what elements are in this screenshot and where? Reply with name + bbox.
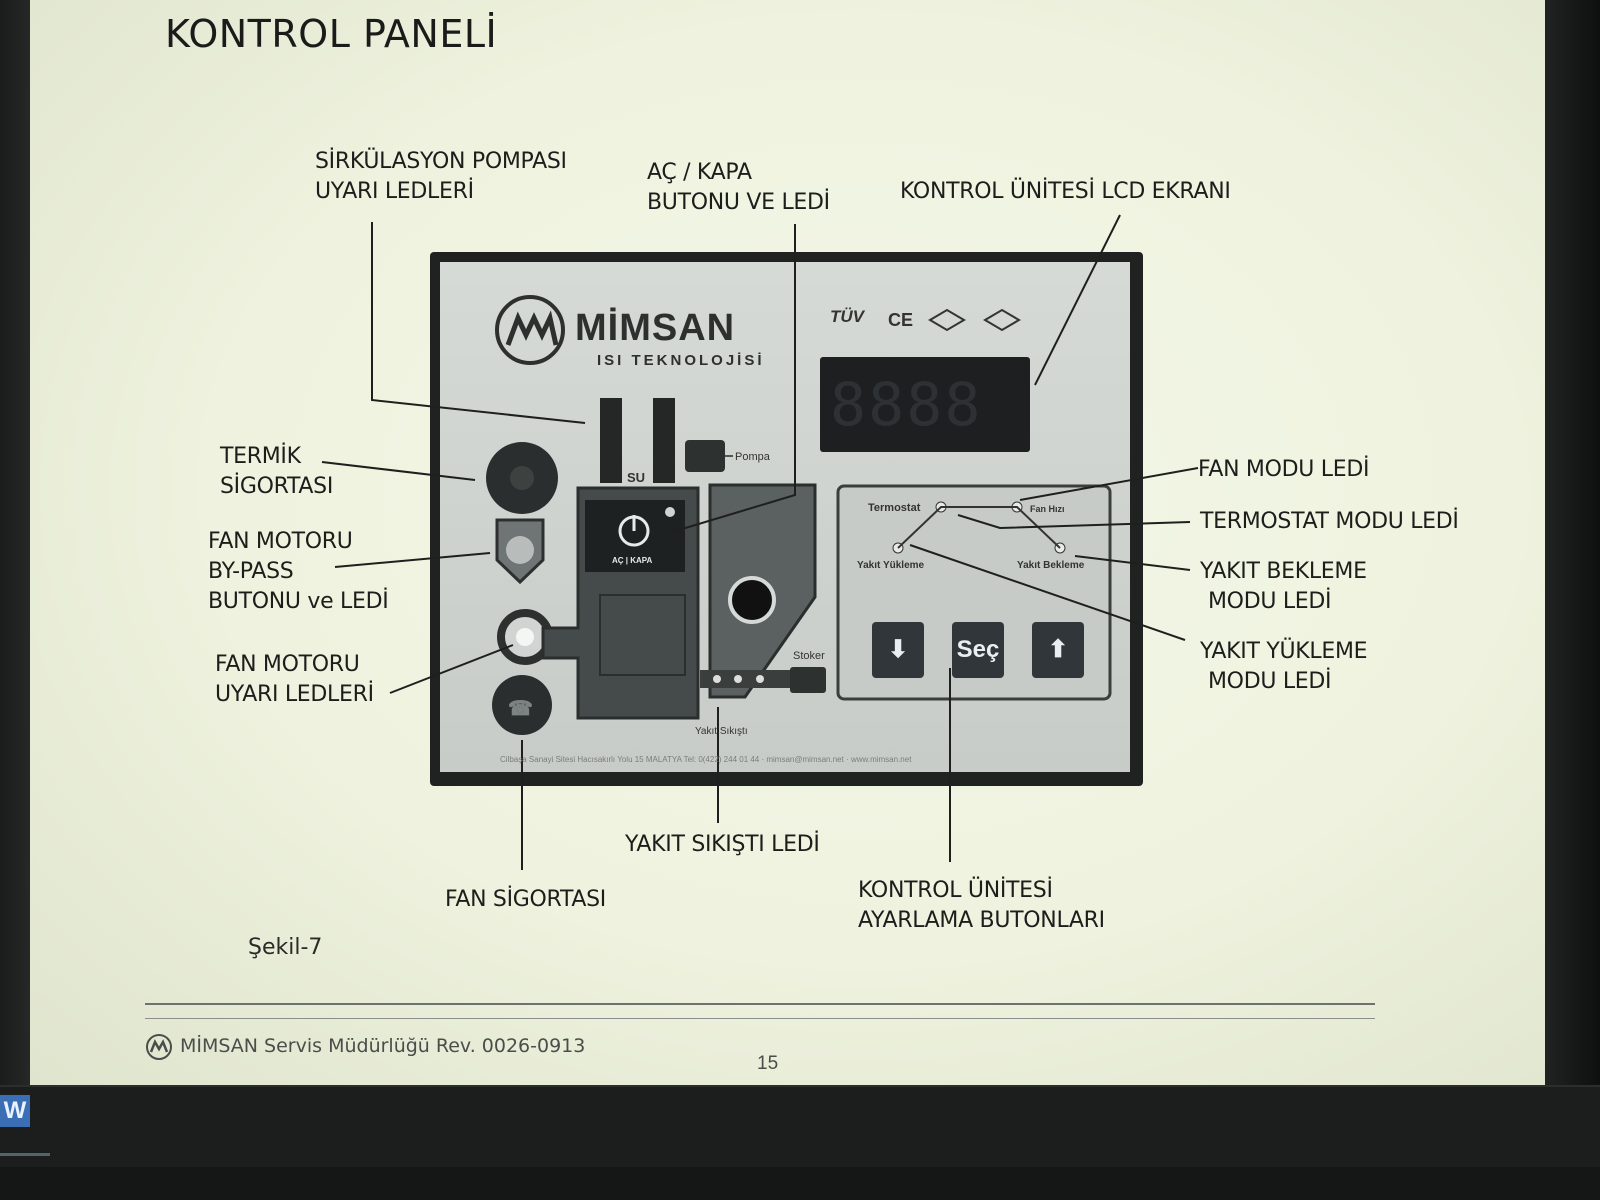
callout-lcd-screen: KONTROL ÜNİTESİ LCD EKRANI [900, 179, 1231, 204]
stoker-button [728, 576, 776, 624]
callout-fan-fuse: FAN SİGORTASI [445, 887, 606, 912]
down-button[interactable]: ⬇ [872, 622, 924, 678]
callout-fan-mode-led: FAN MODU LEDİ [1198, 457, 1370, 482]
page-title: KONTROL PANELİ [165, 12, 498, 56]
lcd-digits: 8888 [830, 370, 983, 440]
footer-rule-thin [145, 1018, 1375, 1019]
ac-kapa-label: AÇ | KAPA [612, 556, 653, 565]
callout-fuel-jam-led: YAKIT SIKIŞTI LEDİ [625, 832, 820, 857]
termostat-label: Termostat [868, 502, 921, 514]
monitor-bezel-right [1540, 0, 1600, 1090]
tuv-mark: TÜV [830, 307, 864, 326]
taskbar [0, 1085, 1600, 1200]
fan-fuse-knob [492, 675, 552, 735]
yakit-yukleme-label: Yakıt Yükleme [857, 560, 925, 571]
stoker-label: Stoker [793, 650, 825, 662]
fan-hizi-label: Fan Hızı [1030, 504, 1065, 514]
page-number: 15 [757, 1053, 779, 1074]
device-brand-sub: ISI TEKNOLOJİSİ [597, 352, 765, 369]
callout-lines [321, 214, 1199, 870]
lcd-screen [820, 357, 1030, 452]
pompa-label: Pompa [735, 451, 770, 463]
select-button[interactable]: Seç [952, 622, 1004, 678]
ce-mark: CE [888, 310, 914, 330]
footer-rule [145, 1003, 1375, 1005]
yakit-bekleme-label: Yakıt Bekleme [1017, 560, 1085, 571]
footer-brand-text: MİMSAN Servis Müdürlüğü Rev. 0026-0913 [180, 1035, 586, 1057]
su-label: SU [627, 470, 646, 485]
tse-mark-icon [928, 308, 966, 332]
up-button[interactable]: ⬆ [1032, 622, 1084, 678]
figure-caption: Şekil-7 [248, 935, 323, 960]
mimsan-logo-icon [495, 295, 565, 365]
cert-diamond-icon [983, 308, 1021, 332]
svg-text:☎: ☎ [508, 698, 533, 720]
word-app-icon[interactable]: W [0, 1095, 30, 1127]
footer-logo-icon [146, 1034, 172, 1060]
yakit-sikisti-label: Yakıt Sıkıştı [695, 726, 748, 737]
active-app-indicator [0, 1153, 50, 1156]
callout-thermostat-mode-led: TERMOSTAT MODU LEDİ [1200, 509, 1459, 534]
device-address: Cilbaşa Sanayi Sitesi Hacısakırlı Yolu 1… [500, 755, 912, 764]
device-brand: MİMSAN [575, 307, 736, 349]
